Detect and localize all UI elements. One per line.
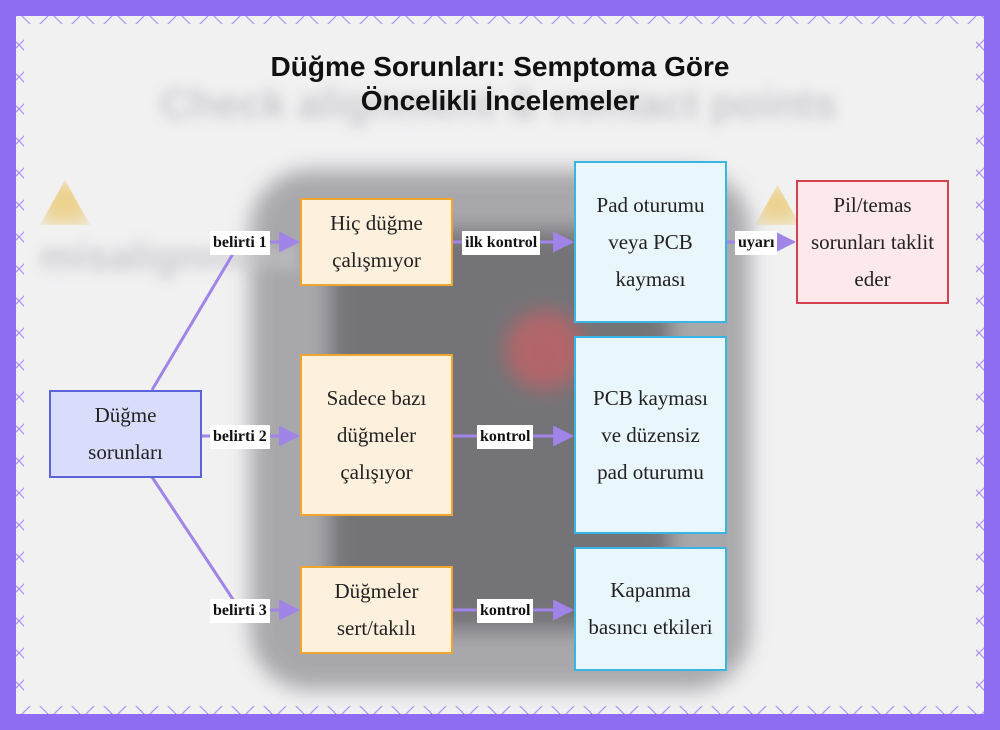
edge-label-belirti-2: belirti 2 — [210, 425, 270, 449]
edge-label-belirti-1: belirti 1 — [210, 231, 270, 255]
node-check1-label: Pad oturumu veya PCB kayması — [588, 187, 713, 298]
node-check3-label: Kapanma basıncı etkileri — [588, 572, 713, 646]
node-warning-pil-temas-sorunlari[interactable]: Pil/temas sorunları taklit eder — [796, 180, 949, 304]
node-symptom-dugmeler-sert-takili[interactable]: Düğmeler sert/takılı — [300, 566, 453, 654]
node-warning1-label: Pil/temas sorunları taklit eder — [810, 187, 935, 298]
node-check2-label: PCB kayması ve düzensiz pad oturumu — [588, 380, 713, 491]
edge-label-belirti-3: belirti 3 — [210, 599, 270, 623]
node-symptom2-label: Sadece bazı düğmeler çalışıyor — [314, 380, 439, 491]
edge-label-uyari: uyarı — [735, 231, 777, 255]
edge-label-ilk-kontrol: ilk kontrol — [462, 231, 540, 255]
edge-root-to-symptom1 — [152, 242, 298, 390]
edge-label-kontrol-2: kontrol — [477, 425, 533, 449]
node-check-kapanma-basinci[interactable]: Kapanma basıncı etkileri — [574, 547, 727, 671]
edge-root-to-symptom3 — [152, 477, 298, 610]
node-check-pcb-kaymasi-duzensiz-pad[interactable]: PCB kayması ve düzensiz pad oturumu — [574, 336, 727, 534]
edge-label-kontrol-3: kontrol — [477, 599, 533, 623]
node-symptom1-label: Hiç düğme çalışmıyor — [314, 205, 439, 279]
node-check-pad-oturumu-pcb-kaymasi[interactable]: Pad oturumu veya PCB kayması — [574, 161, 727, 323]
node-root-label: Düğme sorunları — [63, 397, 188, 471]
node-symptom-hic-dugme-calismiyor[interactable]: Hiç düğme çalışmıyor — [300, 198, 453, 286]
node-root-dugme-sorunlari[interactable]: Düğme sorunları — [49, 390, 202, 478]
node-symptom-sadece-bazi-dugmeler[interactable]: Sadece bazı düğmeler çalışıyor — [300, 354, 453, 516]
node-symptom3-label: Düğmeler sert/takılı — [314, 573, 439, 647]
